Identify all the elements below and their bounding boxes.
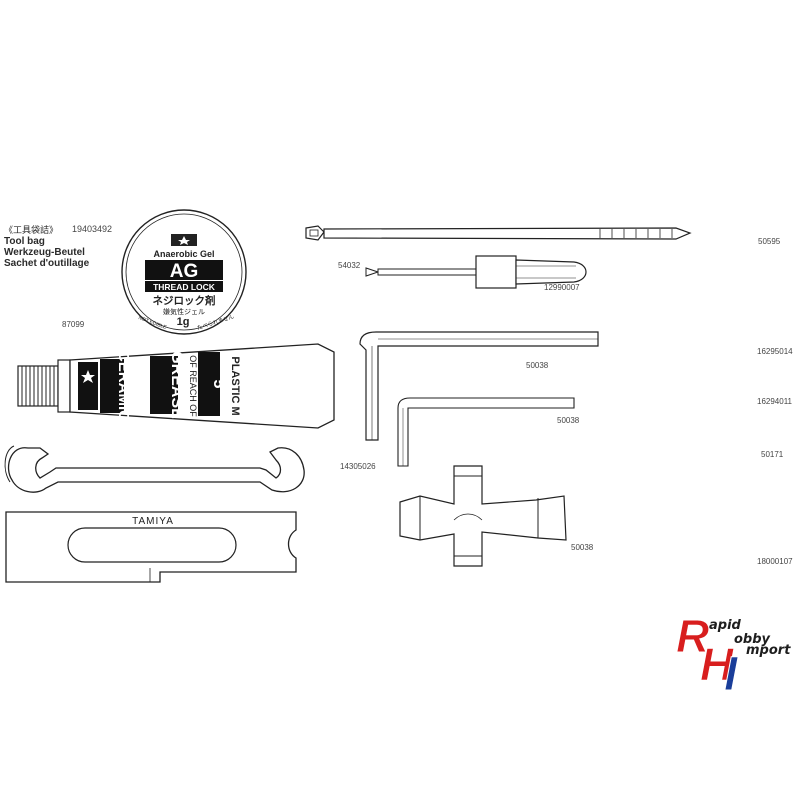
bag-name-fr: Sachet d'outillage [4, 258, 90, 269]
thread-lock-line3: THREAD LOCK [153, 282, 216, 292]
thread-lock-line4: ネジロック剤 [153, 294, 216, 307]
hex-large-label: 50038 [526, 361, 549, 370]
logo-word-import: mport [746, 643, 791, 658]
hex-large-code: 16295014 [757, 347, 793, 356]
thread-lock-qty: 1g [177, 316, 190, 328]
bag-name-de: Werkzeug-Beutel [4, 247, 85, 258]
plate-code: 18000107 [757, 557, 793, 566]
hex-wrench-large [359, 331, 599, 441]
grease-reach: OF REACH OF [188, 355, 198, 417]
bag-title-jp: 《工具袋詰》 [4, 225, 59, 235]
hex-wrench-small [397, 397, 575, 467]
logo-word-rapid: apid [709, 618, 741, 633]
logo-word-hobby: obby [734, 632, 771, 647]
cable-tie-code: 50595 [758, 237, 781, 246]
hex-small-code: 16294011 [757, 397, 792, 406]
bag-code: 19403492 [72, 224, 113, 234]
grease-word: GREASE [168, 351, 185, 419]
thread-lock-line2: AG [170, 261, 199, 282]
screwdriver-code: 12990007 [544, 283, 580, 292]
thread-lock-line5: 嫌気性ジェル [163, 307, 205, 316]
thread-lock-line1: Anaerobic Gel [153, 249, 214, 259]
tamiya-plate: TAMIYA [5, 511, 297, 583]
hex-small-label: 50038 [557, 416, 580, 425]
bag-name-en: Tool bag [4, 236, 45, 247]
logo-letter-h: H [700, 638, 734, 690]
cable-tie [305, 225, 692, 241]
cross-wrench-label: 50038 [571, 543, 594, 552]
grease-brand: CERAMIC [115, 351, 132, 421]
open-end-wrench [4, 445, 305, 493]
plate-brand: TAMIYA [132, 516, 174, 527]
grease-plastic: PLASTIC M [229, 356, 241, 415]
thread-lock-tin: Anaerobic Gel AG THREAD LOCK ネジロック剤 嫌気性ジ… [121, 209, 247, 335]
cross-wrench [399, 465, 567, 567]
screwdriver-tip-code: 54032 [338, 261, 361, 270]
screwdriver [365, 255, 587, 289]
wrench-code: 14305026 [340, 462, 376, 471]
logo-letter-r: R [676, 610, 709, 662]
tamiya-logo-icon [78, 362, 98, 410]
thread-lock-code: 87099 [62, 320, 85, 329]
grease-number: 5 [210, 380, 227, 389]
cross-wrench-right-code: 50171 [761, 450, 784, 459]
rhi-logo: R H I [676, 610, 740, 702]
grease-tube: CERAMIC GREASE OF REACH OF 5 PLASTIC M [17, 343, 335, 429]
logo-letter-i: I [724, 648, 739, 701]
